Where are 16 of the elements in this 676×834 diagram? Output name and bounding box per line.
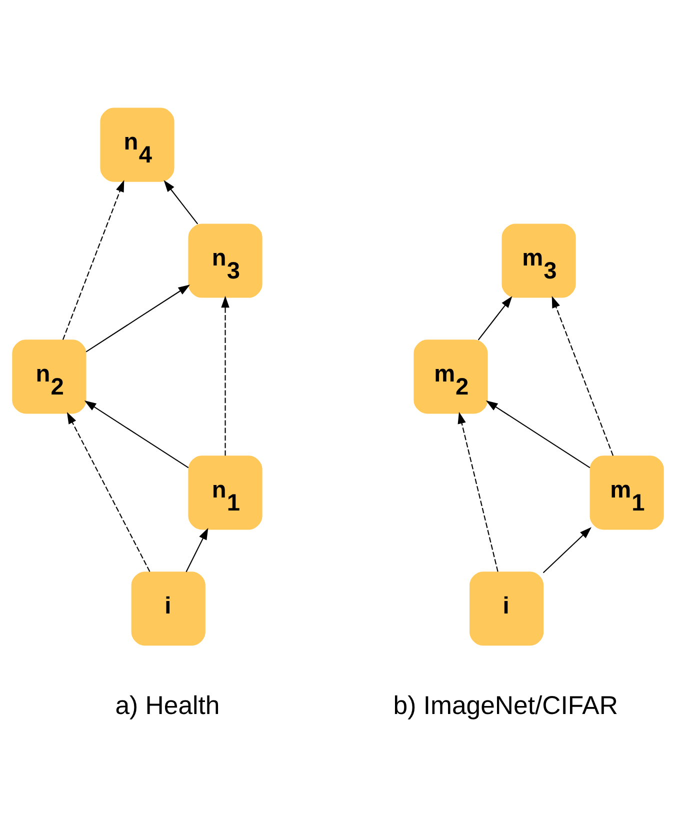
node-box: i	[470, 571, 544, 646]
arrow	[164, 180, 198, 224]
arrow	[86, 284, 190, 352]
arrow	[66, 411, 150, 572]
arrow	[458, 411, 498, 572]
arrow	[552, 295, 614, 456]
arrow	[186, 527, 208, 572]
label: a) Health	[115, 692, 220, 720]
node-box: i	[131, 571, 206, 646]
arrow	[62, 180, 124, 340]
arrow	[478, 296, 512, 340]
arrow	[221, 295, 230, 456]
label: b) ImageNet/CIFAR	[393, 692, 618, 720]
arrow	[84, 400, 189, 468]
arrow	[486, 400, 590, 468]
arrow	[542, 526, 592, 573]
